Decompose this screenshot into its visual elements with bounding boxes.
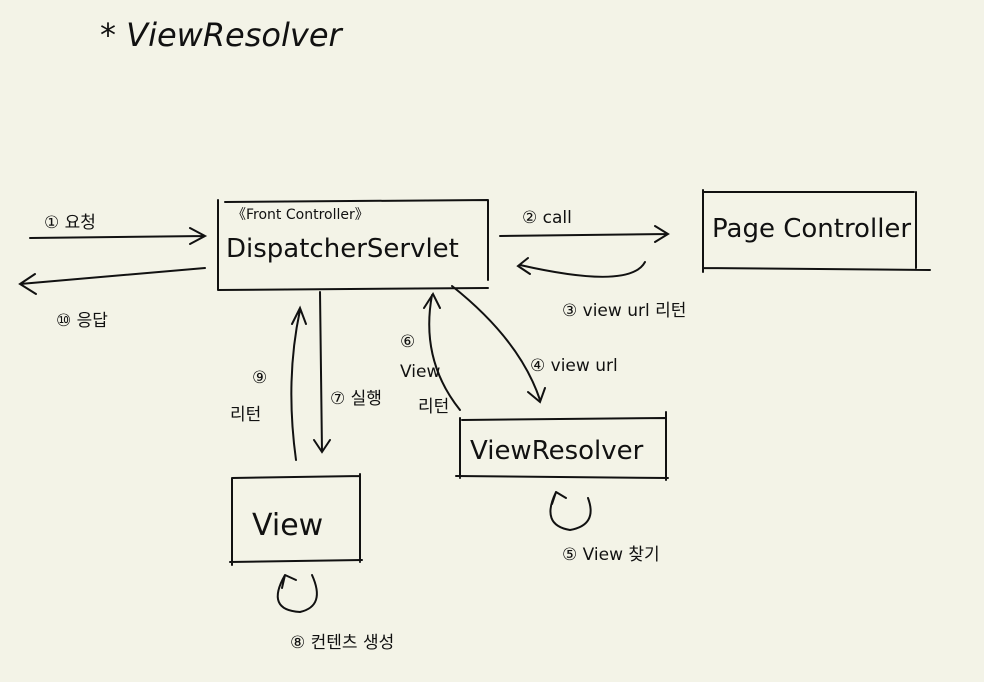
arrow-response <box>18 267 206 295</box>
arrow-view-return <box>423 291 461 411</box>
arrow-return-9 <box>290 305 307 461</box>
view-box <box>229 473 363 566</box>
arrow-call <box>499 225 670 243</box>
step-4-label: ④ view url <box>530 356 618 376</box>
arrow-view-url <box>451 285 546 404</box>
loop-view <box>276 574 318 614</box>
loop-view-resolver <box>549 491 592 532</box>
arrow-view-url-return <box>516 257 646 278</box>
step-7-label: ⑦ 실행 <box>330 389 382 409</box>
view-node: View <box>252 508 324 543</box>
step-2-label: ② call <box>522 208 572 228</box>
step-9-label: 리턴 <box>230 405 262 425</box>
step-1-label: ① 요청 <box>44 213 96 233</box>
arrow-request <box>29 227 208 245</box>
step-3-label: ③ view url 리턴 <box>562 301 687 321</box>
page-title: * ViewResolver <box>100 16 342 54</box>
dispatcher-stereotype: 《Front Controller》 <box>232 207 369 223</box>
step-6-label-b: 리턴 <box>418 397 450 417</box>
arrow-execute <box>313 291 331 454</box>
view-resolver-box <box>455 411 669 481</box>
page-controller-node: Page Controller <box>712 214 912 244</box>
step-10-label: ⑩ 응답 <box>56 311 108 331</box>
dispatcher-servlet-node: DispatcherServlet <box>226 234 459 264</box>
dispatcher-box <box>217 199 489 291</box>
step-8-label: ⑧ 컨텐츠 생성 <box>290 633 395 653</box>
step-9-number: ⑨ <box>252 368 268 388</box>
view-resolver-node: ViewResolver <box>470 436 644 466</box>
step-5-label: ⑤ View 찾기 <box>562 545 660 565</box>
step-6-number: ⑥ <box>400 332 416 352</box>
step-6-label-a: View <box>400 362 441 382</box>
page-controller-box <box>702 189 931 273</box>
